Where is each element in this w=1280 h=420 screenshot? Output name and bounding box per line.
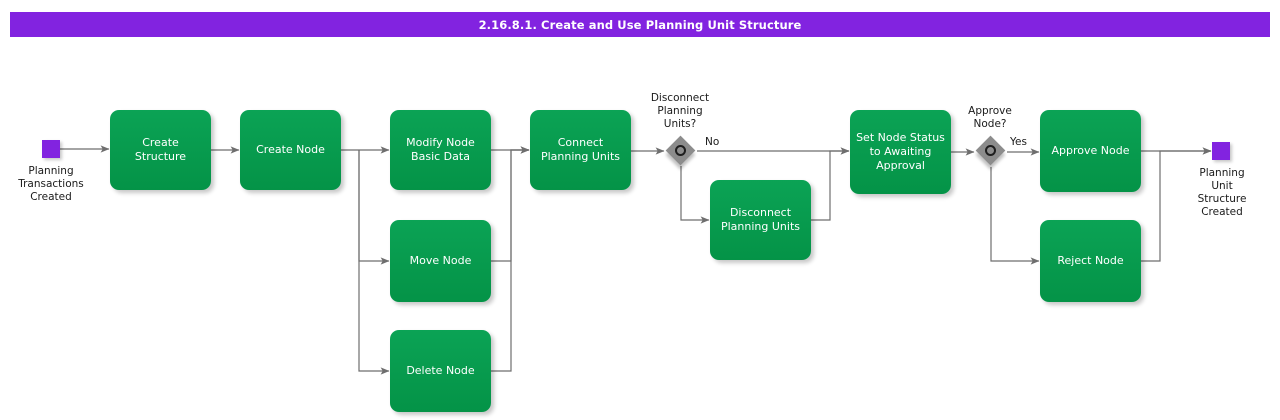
task-disconnect-planning-units[interactable]: Disconnect Planning Units xyxy=(710,180,811,260)
task-create-node-label: Create Node xyxy=(256,143,325,156)
task-create-structure[interactable]: Create Structure xyxy=(110,110,211,190)
flow-disconnect-to-set-status xyxy=(811,147,850,221)
start-event-planning-transactions-created[interactable] xyxy=(42,140,60,158)
task-set-node-status[interactable]: Set Node Status to Awaiting Approval xyxy=(850,110,951,194)
task-delete-node-label: Delete Node xyxy=(406,364,475,377)
task-modify-node-basic-data-label: Modify Node Basic Data xyxy=(406,136,475,163)
task-approve-node-label: Approve Node xyxy=(1051,144,1130,157)
gateway-inclusive-circle-icon xyxy=(675,145,686,156)
task-connect-planning-units[interactable]: Connect Planning Units xyxy=(530,110,631,190)
flow-create-node-to-delete-node xyxy=(358,150,390,375)
task-disconnect-planning-units-label: Disconnect Planning Units xyxy=(720,206,800,233)
start-event-label: Planning Transactions Created xyxy=(18,165,84,203)
flow-move-node-to-connect xyxy=(491,146,530,262)
flow-delete-node-to-connect xyxy=(491,146,530,372)
task-set-node-status-label: Set Node Status to Awaiting Approval xyxy=(856,131,945,172)
gateway-approve-node[interactable] xyxy=(975,135,1006,166)
end-event-planning-unit-structure-created[interactable] xyxy=(1212,142,1230,160)
task-move-node[interactable]: Move Node xyxy=(390,220,491,302)
task-create-node[interactable]: Create Node xyxy=(240,110,341,190)
gateway-inclusive-circle-icon xyxy=(985,145,996,156)
task-reject-node[interactable]: Reject Node xyxy=(1040,220,1141,302)
gateway-approve-node-label: Approve Node? xyxy=(968,105,1012,130)
flow-create-node-to-move-node xyxy=(358,150,390,265)
flow-gateway2-to-reject xyxy=(990,167,1040,265)
task-move-node-label: Move Node xyxy=(409,254,472,267)
task-modify-node-basic-data[interactable]: Modify Node Basic Data xyxy=(390,110,491,190)
task-delete-node[interactable]: Delete Node xyxy=(390,330,491,412)
flow-label-yes: Yes xyxy=(1010,136,1027,148)
page-title-bar: 2.16.8.1. Create and Use Planning Unit S… xyxy=(10,12,1270,37)
task-connect-planning-units-label: Connect Planning Units xyxy=(540,136,620,163)
end-event-label: Planning Unit Structure Created xyxy=(1197,167,1247,218)
page-title: 2.16.8.1. Create and Use Planning Unit S… xyxy=(478,17,802,32)
task-approve-node[interactable]: Approve Node xyxy=(1040,110,1141,192)
task-reject-node-label: Reject Node xyxy=(1057,254,1124,267)
gateway-disconnect-planning-units[interactable] xyxy=(665,135,696,166)
flow-label-no: No xyxy=(705,136,720,148)
flow-gateway1-to-disconnect xyxy=(680,166,710,224)
task-create-structure-label: Create Structure xyxy=(134,136,187,163)
gateway-disconnect-planning-units-label: Disconnect Planning Units? xyxy=(650,92,710,130)
